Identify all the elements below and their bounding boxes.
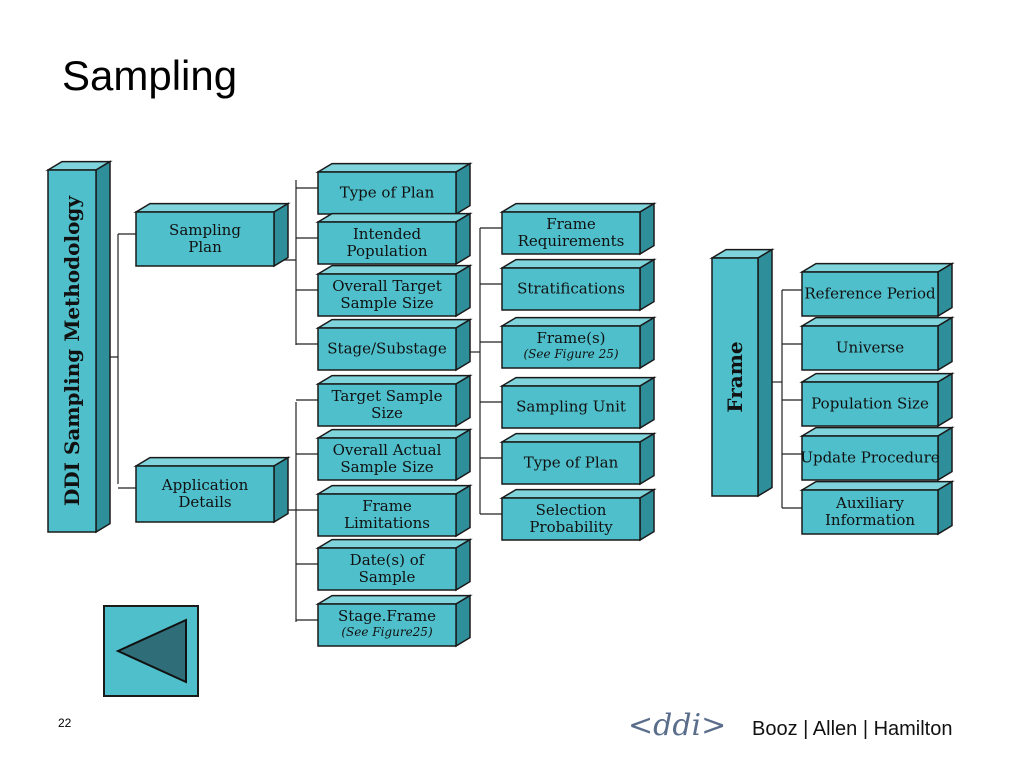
root-label: DDI Sampling Methodology bbox=[60, 195, 84, 506]
application-details-box-label: Details bbox=[178, 493, 231, 511]
frame-child-0: Reference Period bbox=[799, 262, 955, 318]
application-details-child-2-label: Frame bbox=[362, 497, 412, 515]
frame-child-4-label: Information bbox=[825, 511, 915, 529]
frame-child-1: Universe bbox=[799, 316, 955, 372]
page-number: 22 bbox=[58, 716, 72, 730]
frame-child-2: Population Size bbox=[799, 372, 955, 428]
slide-title: Sampling bbox=[62, 52, 238, 99]
root-box: DDI Sampling Methodology bbox=[45, 160, 113, 534]
connector-lines bbox=[96, 180, 802, 622]
frame-child-3: Update Procedure bbox=[799, 426, 955, 482]
sampling-plan-box-label: Plan bbox=[188, 238, 222, 256]
stage-child-4: Type of Plan bbox=[499, 432, 657, 486]
stage-child-4-label: Type of Plan bbox=[524, 454, 619, 472]
ddi-logo: <ddi> bbox=[628, 708, 727, 743]
back-button[interactable] bbox=[103, 605, 199, 697]
sampling-plan-child-2-label: Sample Size bbox=[340, 294, 433, 312]
application-details-child-1-label: Overall Actual bbox=[333, 441, 442, 459]
frame-child-1-label: Universe bbox=[836, 339, 904, 357]
application-details-child-2-label: Limitations bbox=[344, 514, 430, 532]
application-details-child-1-label: Sample Size bbox=[340, 458, 433, 476]
sampling-plan-child-0: Type of Plan bbox=[315, 162, 473, 216]
frame-child-3-label: Update Procedure bbox=[800, 449, 939, 467]
stage-child-3-label: Sampling Unit bbox=[516, 398, 626, 416]
application-details-child-4-label: Stage.Frame bbox=[338, 607, 436, 625]
application-details-child-4: Stage.Frame(See Figure25) bbox=[315, 594, 473, 648]
stage-child-1-label: Stratifications bbox=[517, 280, 625, 298]
stage-child-2-note: (See Figure 25) bbox=[523, 347, 618, 361]
stage-child-5-label: Selection bbox=[536, 501, 607, 519]
application-details-child-0-label: Target Sample bbox=[332, 387, 443, 405]
sampling-plan-child-0-label: Type of Plan bbox=[340, 184, 435, 202]
stage-child-1: Stratifications bbox=[499, 258, 657, 312]
application-details-child-4-note: (See Figure25) bbox=[341, 625, 433, 639]
application-details-child-3-label: Sample bbox=[359, 568, 416, 586]
frame-child-0-label: Reference Period bbox=[804, 285, 936, 303]
back-triangle-icon bbox=[115, 618, 187, 684]
stage-child-2-label: Frame(s) bbox=[536, 329, 605, 347]
sampling-plan-child-1-label: Intended bbox=[353, 225, 422, 243]
company-name: Booz | Allen | Hamilton bbox=[752, 718, 953, 740]
stage-child-3: Sampling Unit bbox=[499, 376, 657, 430]
frame-box: Frame bbox=[709, 248, 775, 498]
application-details-child-0-label: Size bbox=[371, 404, 403, 422]
sampling-plan-child-3: Stage/Substage bbox=[315, 318, 473, 372]
stage-child-2: Frame(s)(See Figure 25) bbox=[499, 316, 657, 370]
sampling-plan-child-3-label: Stage/Substage bbox=[327, 340, 447, 358]
frame-child-2-label: Population Size bbox=[811, 395, 929, 413]
stage-child-5-label: Probability bbox=[529, 518, 613, 536]
sampling-plan-box-label: Sampling bbox=[169, 221, 241, 239]
sampling-plan-child-1-label: Population bbox=[346, 242, 427, 260]
application-details-child-3-label: Date(s) of bbox=[350, 551, 426, 569]
frame-child-4-label: Auxiliary bbox=[835, 494, 904, 512]
sampling-plan-child-2-label: Overall Target bbox=[332, 277, 442, 295]
frame-label: Frame bbox=[723, 341, 747, 412]
stage-child-0-label: Frame bbox=[546, 215, 596, 233]
stage-child-0-label: Requirements bbox=[518, 232, 625, 250]
application-details-box-label: Application bbox=[161, 476, 249, 494]
